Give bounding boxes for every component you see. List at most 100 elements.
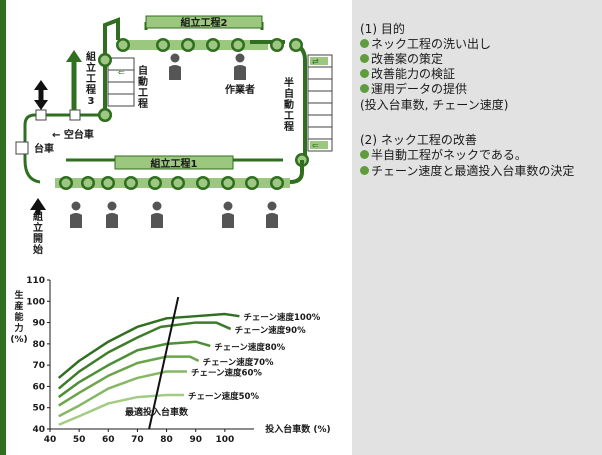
station-node <box>100 110 110 120</box>
station-node <box>233 40 243 50</box>
semi-auto-process-label: 工 <box>284 111 294 122</box>
section2-item-2: チェーン速度と最適投入台車数の決定 <box>360 164 574 179</box>
double-arrow-icon <box>34 80 48 90</box>
start-label: 開 <box>33 233 43 245</box>
series-line-2 <box>57 321 232 390</box>
station-node <box>272 40 282 50</box>
x-tick-label: 80 <box>160 435 173 445</box>
station-node <box>126 178 136 188</box>
start-arrow-icon <box>30 198 46 210</box>
semi-auto-process-label: 程 <box>284 120 294 133</box>
process1-label-box <box>114 155 234 170</box>
return-line <box>23 113 110 184</box>
section1-title: (1) 目的 <box>360 22 405 36</box>
worker-icon <box>70 213 82 228</box>
series-line-4 <box>58 355 200 407</box>
series-line-5 <box>58 370 187 418</box>
process3-label: 工 <box>86 74 96 85</box>
conveyor-line <box>103 17 120 45</box>
y-tick-label: 110 <box>26 276 45 286</box>
start-label: 組 <box>33 210 43 223</box>
left-accent-bar <box>0 0 6 455</box>
bullet-icon <box>360 84 369 93</box>
y-tick-label: 60 <box>32 382 45 392</box>
conveyor-line <box>60 160 304 184</box>
station-node <box>272 178 282 188</box>
worker-icon <box>222 213 234 228</box>
up-arrow-icon <box>66 50 82 62</box>
station-node <box>291 40 301 50</box>
series-label-3: チェーン速度80% <box>214 342 285 353</box>
series-line-1 <box>57 312 240 379</box>
y-axis-label: (%) <box>10 335 27 345</box>
auto-process-label: 工 <box>138 88 148 99</box>
series-label-6: チェーン速度50% <box>188 391 259 402</box>
station-node <box>61 178 71 188</box>
semi-auto-process-label: 半 <box>284 76 294 89</box>
series-label-5: チェーン速度60% <box>191 368 262 379</box>
y-tick-label: 50 <box>32 404 45 414</box>
optimal-line <box>148 296 180 430</box>
station-node <box>83 178 93 188</box>
worker-icon <box>234 65 246 80</box>
station-node <box>100 55 110 65</box>
start-label: 立 <box>33 221 43 234</box>
worker-icon <box>169 65 181 80</box>
worker-icon <box>266 213 278 228</box>
arrow-icon: ⇐ <box>118 68 125 77</box>
x-tick-label: 70 <box>131 435 144 445</box>
worker-icon <box>107 201 117 211</box>
process3-label: 3 <box>88 96 95 107</box>
y-axis-label: 能 <box>14 311 23 323</box>
cart-label: 台車 <box>34 142 54 155</box>
bullet-icon <box>360 166 369 175</box>
shelf-arrow-bg <box>310 57 328 65</box>
process2-label: 組立工程2 <box>181 16 228 29</box>
arrow-icon: ⇐ <box>312 141 319 150</box>
y-tick-label: 80 <box>32 340 45 350</box>
x-tick-label: 60 <box>102 435 115 445</box>
bullet-icon <box>360 150 369 159</box>
station-node <box>173 178 183 188</box>
x-axis-label: 投入台車数 (%) <box>265 423 330 435</box>
optimal-line-label: 最適投入台車数 <box>125 406 189 418</box>
station-node <box>247 178 257 188</box>
arrow-icon: ⇄ <box>312 57 319 66</box>
x-tick-label: 100 <box>215 435 234 445</box>
auto-process-label: 自 <box>138 64 148 77</box>
process2-label-box <box>145 15 263 29</box>
process1-label: 組立工程1 <box>151 157 198 170</box>
worker-icon <box>267 201 277 211</box>
bullet-icon <box>360 39 369 48</box>
cart-box <box>15 141 29 155</box>
station-node <box>183 40 193 50</box>
section1-item-1: ネック工程の洗い出し <box>360 37 491 52</box>
worker-icon <box>223 201 233 211</box>
series-label-2: チェーン速度90% <box>235 325 306 336</box>
notes-panel <box>352 0 602 455</box>
section2-title: (2) ネック工程の改善 <box>360 133 477 147</box>
y-axis-label: 産 <box>14 300 23 312</box>
bullet-icon <box>360 69 369 78</box>
process3-label: 立 <box>86 61 96 74</box>
station-node <box>158 40 168 50</box>
series-line-6 <box>58 393 185 426</box>
worker-icon <box>170 53 180 63</box>
semi-auto-process-label: 自 <box>284 87 294 100</box>
y-axis-label: 生 <box>14 289 23 301</box>
shelf-arrow-bg <box>310 141 328 149</box>
x-tick-label: 50 <box>73 435 86 445</box>
semi-auto-process-label: 動 <box>284 98 294 111</box>
series-line-3 <box>58 340 211 399</box>
y-tick-label: 100 <box>26 297 45 307</box>
worker-icon <box>151 213 163 228</box>
cart-box <box>69 109 81 121</box>
station-node <box>103 178 113 188</box>
x-tick-label: 40 <box>44 435 57 445</box>
station-node <box>150 178 160 188</box>
start-label: 始 <box>33 243 43 256</box>
worker-icon <box>152 201 162 211</box>
process3-label: 程 <box>86 83 96 96</box>
